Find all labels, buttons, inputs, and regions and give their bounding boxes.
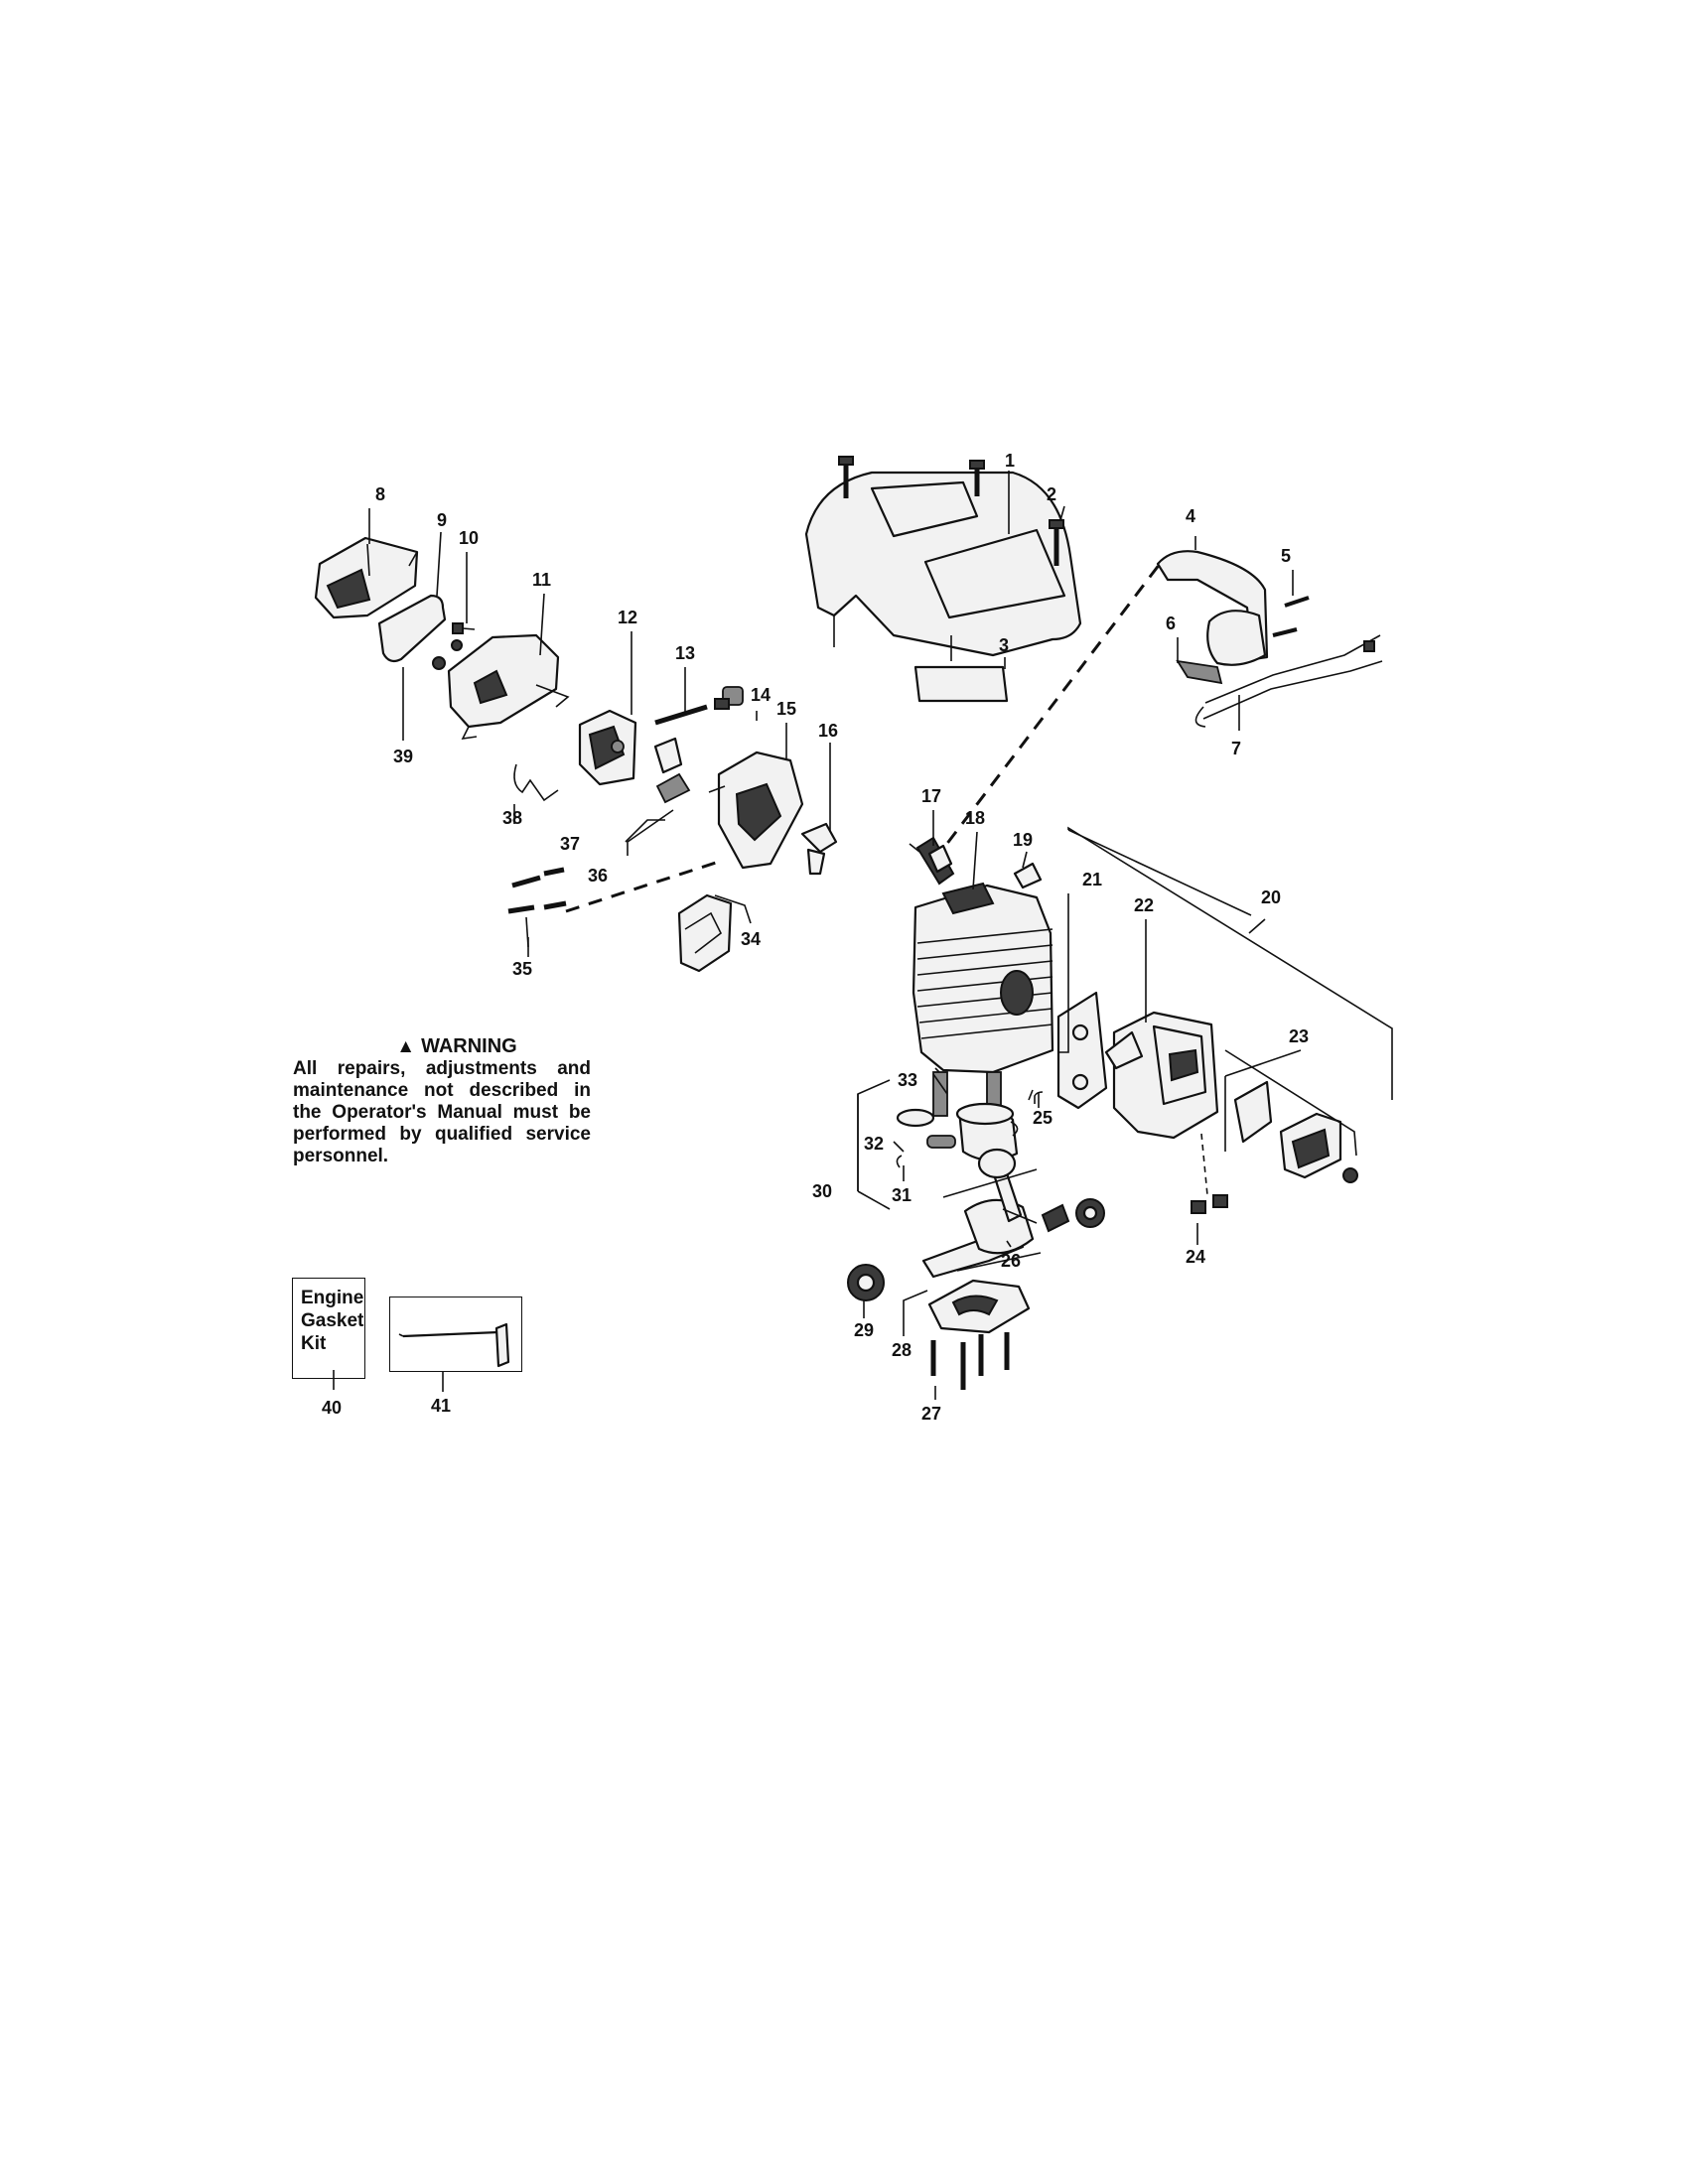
leader-lines — [333, 471, 1393, 1400]
assembly-line-manifold — [565, 860, 720, 913]
label-part-10: 10 — [459, 528, 479, 548]
label-part-28: 28 — [892, 1340, 912, 1360]
label-part-40: 40 — [322, 1398, 342, 1418]
label-part-3: 3 — [999, 635, 1009, 655]
tool-box — [389, 1297, 522, 1372]
warning-notice: ▲WARNING All repairs, adjustments and ma… — [293, 1035, 591, 1167]
label-part-15: 15 — [776, 699, 796, 719]
label-part-12: 12 — [618, 608, 637, 627]
label-part-34: 34 — [741, 929, 761, 949]
label-part-38: 38 — [502, 808, 522, 828]
label-part-35: 35 — [512, 959, 532, 979]
label-part-32: 32 — [864, 1134, 884, 1154]
part-filter-element — [377, 594, 447, 663]
part-tool-41 — [398, 1322, 510, 1368]
part-nut-39 — [432, 639, 463, 670]
warning-body: All repairs, adjustments and maintenance… — [293, 1058, 591, 1166]
warning-title: ▲WARNING — [323, 1035, 591, 1058]
label-part-25: 25 — [1033, 1108, 1052, 1128]
part-bolts-35 — [507, 867, 567, 948]
label-part-27: 27 — [921, 1404, 941, 1424]
part-spring-38 — [513, 763, 559, 802]
part-screws-24 — [1191, 1133, 1228, 1214]
part-cover-screws — [838, 456, 1064, 566]
part-carburetor — [578, 709, 637, 786]
part-gasket-34 — [677, 893, 733, 973]
label-part-7: 7 — [1231, 739, 1241, 758]
label-part-31: 31 — [892, 1185, 912, 1205]
assembly-line-ignition — [931, 563, 1162, 863]
label-part-36: 36 — [588, 866, 608, 886]
engine-gasket-kit-label: Engine Gasket Kit — [301, 1288, 364, 1354]
label-part-22: 22 — [1134, 895, 1154, 915]
part-ignition-module — [1156, 550, 1269, 666]
label-part-5: 5 — [1281, 546, 1291, 566]
label-part-16: 16 — [818, 721, 838, 741]
part-muffler — [1104, 1011, 1219, 1140]
part-cylinder — [912, 882, 1054, 1074]
part-top-cover — [804, 471, 1082, 657]
part-bracket-6 — [1176, 659, 1223, 685]
label-part-11: 11 — [532, 570, 551, 590]
bracket-25 — [1034, 1091, 1044, 1104]
label-part-26: 26 — [1001, 1251, 1021, 1271]
part-air-box — [447, 633, 570, 741]
part-bolts-27 — [930, 1332, 1010, 1390]
label-part-24: 24 — [1186, 1247, 1205, 1267]
label-part-14: 14 — [751, 685, 771, 705]
label-part-33: 33 — [898, 1070, 917, 1090]
part-37 — [653, 737, 683, 774]
label-part-2: 2 — [1047, 484, 1056, 504]
part-spark-plug — [909, 836, 955, 886]
label-part-21: 21 — [1082, 870, 1102, 889]
part-16 — [800, 822, 838, 876]
label-part-1: 1 — [1005, 451, 1015, 471]
part-decal — [913, 635, 1009, 703]
part-screw-5 — [1272, 596, 1310, 637]
label-part-23: 23 — [1289, 1026, 1309, 1046]
label-part-18: 18 — [965, 808, 985, 828]
part-14 — [714, 686, 744, 710]
part-crankshaft — [921, 1148, 1105, 1279]
engine-gasket-kit-box: Engine Gasket Kit — [292, 1278, 365, 1379]
label-part-9: 9 — [437, 510, 447, 530]
label-part-4: 4 — [1186, 506, 1195, 526]
part-number-labels: 1 2 3 4 5 6 7 8 9 10 11 12 13 14 15 16 1… — [322, 451, 1309, 1424]
warning-title-text: WARNING — [421, 1035, 517, 1057]
part-wire-harness — [1194, 634, 1383, 728]
label-part-41: 41 — [431, 1396, 451, 1416]
part-bolt-10 — [452, 622, 476, 634]
label-part-20: 20 — [1261, 887, 1281, 907]
part-piston — [896, 1102, 1019, 1168]
part-gasket-21 — [1056, 991, 1108, 1110]
label-part-8: 8 — [375, 484, 385, 504]
label-part-37: 37 — [560, 834, 580, 854]
label-part-39: 39 — [393, 747, 413, 766]
part-intake-manifold — [708, 751, 804, 870]
part-muffler-cover — [1233, 1080, 1358, 1183]
label-part-29: 29 — [854, 1320, 874, 1340]
part-gasket-36 — [655, 772, 691, 804]
part-19 — [1013, 862, 1043, 889]
label-part-19: 19 — [1013, 830, 1033, 850]
label-part-17: 17 — [921, 786, 941, 806]
part-rod-13 — [654, 704, 708, 726]
label-part-13: 13 — [675, 643, 695, 663]
label-part-30: 30 — [812, 1181, 832, 1201]
label-part-6: 6 — [1166, 614, 1176, 633]
part-seal-29 — [847, 1264, 885, 1301]
part-air-filter-cover — [314, 536, 419, 619]
warning-triangle-icon: ▲ — [396, 1036, 416, 1057]
part-crankcase — [927, 1279, 1031, 1334]
